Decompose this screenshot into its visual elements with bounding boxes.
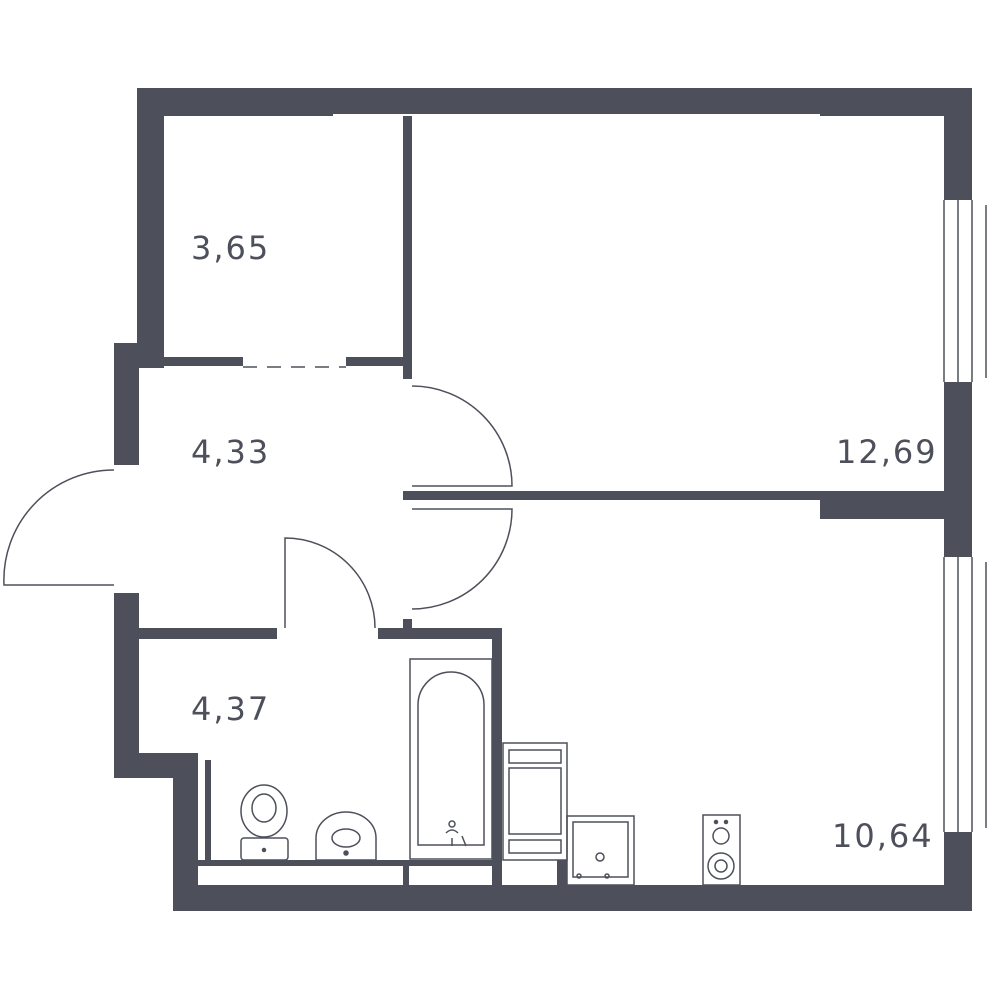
wall-left-upper — [137, 88, 164, 343]
wall-bedroom-kitchen — [403, 491, 820, 500]
wall-storage-right — [403, 116, 412, 379]
fridge-icon — [502, 742, 568, 861]
bathroom-door-swing — [284, 537, 376, 629]
wall-bathroom-bottom — [198, 860, 502, 866]
wall-right-bottom — [944, 832, 972, 911]
bathtub-icon — [409, 658, 493, 860]
window-upper — [943, 200, 987, 382]
wall-bathroom-divider — [403, 860, 409, 885]
toilet-icon — [240, 784, 289, 861]
wall-right-middle — [944, 382, 972, 557]
bedroom-door-swing — [411, 385, 513, 487]
wall-bathroom-left-inner — [205, 760, 211, 860]
wall-bathroom-right — [492, 628, 502, 885]
walls — [114, 88, 972, 911]
room-area-hallway: 4,33 — [191, 433, 271, 471]
sink-icon — [315, 811, 377, 861]
kitchen-door-swing — [411, 508, 513, 610]
washing-machine-icon — [702, 814, 741, 886]
counter-post — [557, 860, 567, 885]
wall-bottom-left-vertical — [173, 753, 198, 911]
wall-right-stub — [820, 491, 972, 519]
window-lower — [943, 557, 987, 832]
room-area-bedroom: 12,69 — [836, 433, 938, 471]
wall-right-top — [944, 88, 972, 200]
wall-bathroom-top-right — [378, 628, 502, 639]
wall-top-thick-left — [137, 88, 333, 116]
room-area-bathroom: 4,37 — [191, 690, 271, 728]
stove-icon — [566, 815, 635, 886]
wall-bathroom-top-left — [139, 628, 277, 639]
wall-left-lower — [114, 593, 139, 778]
wall-storage-bottom-left — [164, 357, 243, 366]
doors — [3, 385, 513, 629]
room-area-kitchen: 10,64 — [832, 817, 934, 855]
room-area-storage: 3,65 — [191, 229, 271, 267]
wall-left-mid — [114, 343, 139, 465]
entrance-door-swing — [3, 469, 115, 586]
wall-bottom — [173, 885, 972, 911]
wall-storage-bottom-right — [346, 357, 412, 366]
